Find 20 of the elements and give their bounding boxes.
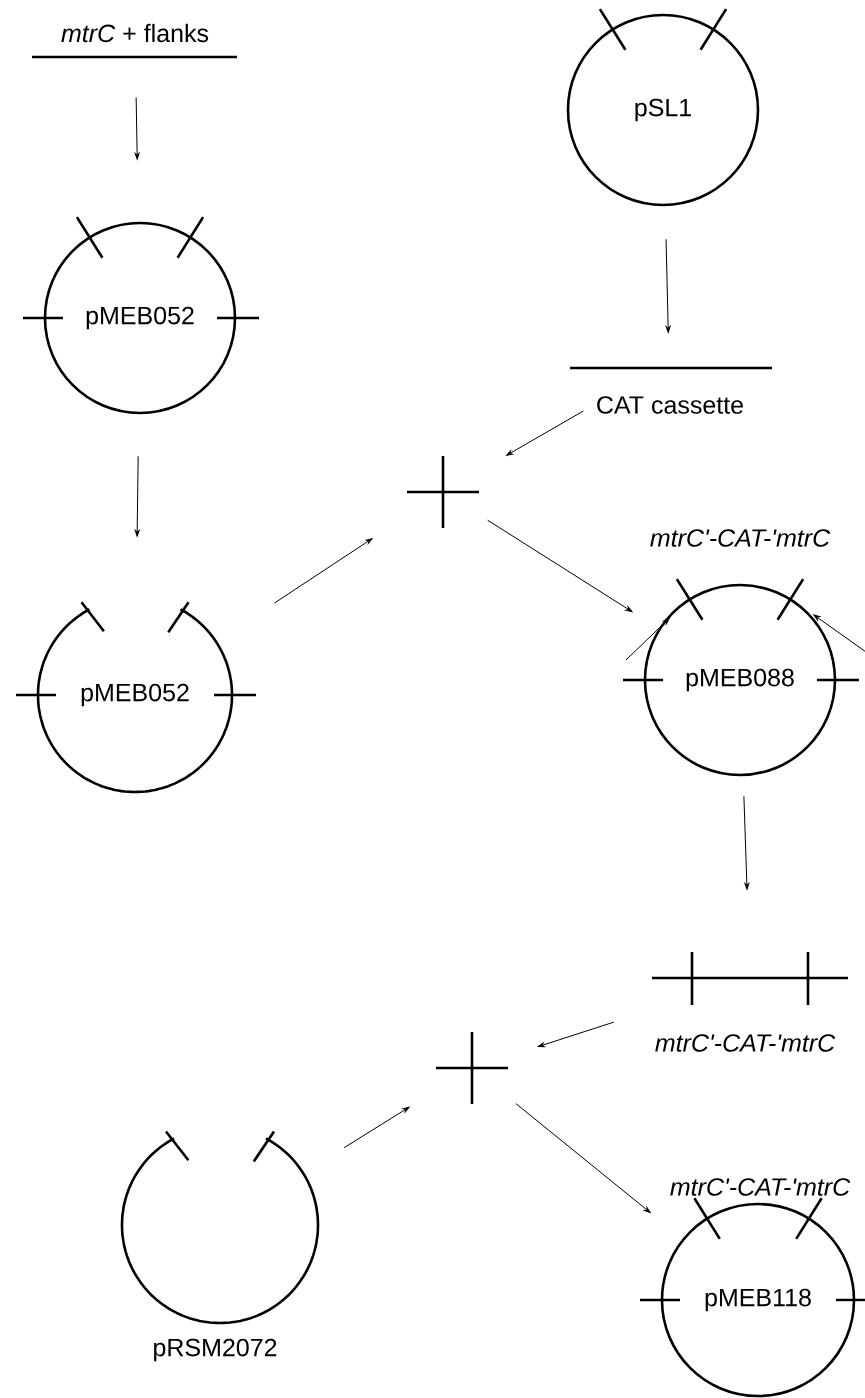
plasmid-label: pRSM2072 <box>154 1338 277 1362</box>
fragment-label: mtrC'-CAT-'mtrC <box>655 1034 836 1052</box>
arrow <box>134 96 140 160</box>
arrow <box>343 1106 410 1149</box>
arrow <box>506 410 584 456</box>
arrow <box>134 455 140 537</box>
dna-fragment: mtrC + flanks <box>32 23 237 59</box>
dna-fragment: CAT cassette <box>570 366 772 414</box>
arrow <box>487 519 633 613</box>
arrow <box>813 614 865 653</box>
plasmid-label: mtrC'-CAT-'mtrC <box>670 1178 851 1196</box>
arrow <box>274 538 373 604</box>
plus-sign <box>436 1032 508 1104</box>
plasmid-label: mtrC'-CAT-'mtrC <box>650 529 831 547</box>
arrow <box>625 618 670 661</box>
plus-sign <box>407 456 479 528</box>
arrow <box>515 1103 651 1213</box>
arrow <box>743 795 750 890</box>
arrow <box>537 1021 615 1048</box>
arrow <box>665 238 671 333</box>
